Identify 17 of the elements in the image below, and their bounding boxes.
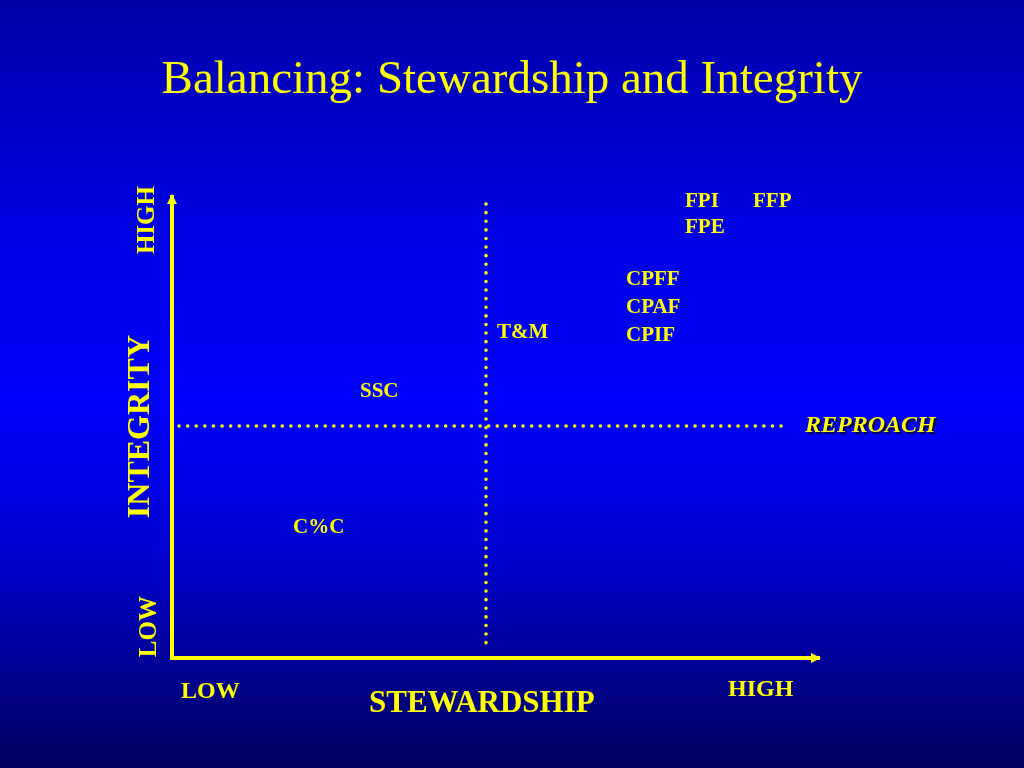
threshold-label: REPROACH xyxy=(805,412,936,436)
contract-type-label: FPE xyxy=(685,216,725,237)
contract-type-label: CPIF xyxy=(626,324,675,345)
slide-title: Balancing: Stewardship and Integrity xyxy=(161,51,863,103)
contract-type-label: C%C xyxy=(293,516,345,537)
contract-type-label: T&M xyxy=(497,321,549,342)
contract-type-label: SSC xyxy=(360,380,399,401)
contract-type-label: CPAF xyxy=(626,296,681,317)
contract-type-label: CPFF xyxy=(626,268,680,289)
axis-title: INTEGRITY xyxy=(122,335,154,519)
contract-type-label: FPI xyxy=(685,190,719,211)
contract-type-label: FFP xyxy=(753,190,792,211)
axis-level-label: HIGH xyxy=(728,676,794,700)
axis-title: STEWARDSHIP xyxy=(369,686,595,717)
axis-level-label: HIGH xyxy=(133,186,158,255)
axis-level-label: LOW xyxy=(181,678,240,702)
axis-level-label: LOW xyxy=(135,596,160,658)
